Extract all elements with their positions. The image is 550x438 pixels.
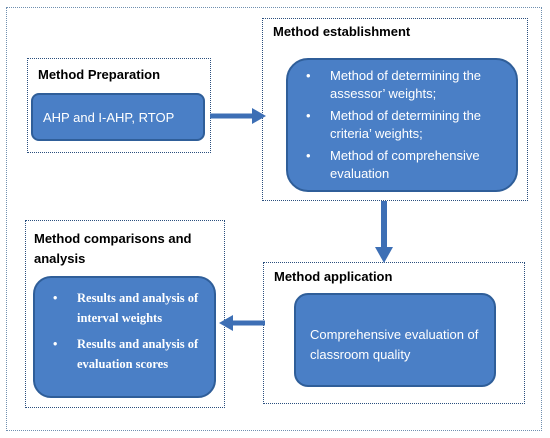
- comparisons-item: • Results and analysis of evaluation sco…: [49, 334, 206, 374]
- method-application-title: Method application: [274, 269, 393, 284]
- bullet-icon: •: [306, 68, 311, 83]
- bullet-icon: •: [306, 148, 311, 163]
- method-preparation-title: Method Preparation: [38, 67, 161, 82]
- arrow-application-to-comparisons: [219, 315, 265, 331]
- establishment-item: • Method of determining the assessor’ we…: [306, 68, 482, 101]
- method-establishment-title: Method establishment: [273, 24, 411, 39]
- establishment-item: • Method of determining the criteria’ we…: [306, 108, 482, 141]
- bullet-icon: •: [53, 291, 58, 305]
- comparisons-item: • Results and analysis of interval weigh…: [49, 288, 206, 328]
- method-comparisons-title: Method comparisons and analysis: [34, 231, 192, 266]
- method-preparation-box: AHP and I-AHP, RTOP: [31, 93, 205, 141]
- outer-frame: [6, 7, 542, 431]
- arrow-establishment-to-application: [375, 201, 393, 263]
- method-application-content: Comprehensive evaluation of classroom qu…: [310, 327, 479, 362]
- method-preparation-content: AHP and I-AHP, RTOP: [43, 109, 175, 125]
- method-establishment-box: • Method of determining the assessor’ we…: [286, 58, 518, 192]
- bullet-icon: •: [306, 108, 311, 123]
- method-comparisons-box: • Results and analysis of interval weigh…: [33, 276, 216, 398]
- establishment-item: • Method of comprehensive evaluation: [306, 148, 480, 181]
- method-application-box: Comprehensive evaluation of classroom qu…: [294, 293, 496, 387]
- bullet-icon: •: [53, 337, 58, 351]
- arrow-preparation-to-establishment: [210, 108, 266, 124]
